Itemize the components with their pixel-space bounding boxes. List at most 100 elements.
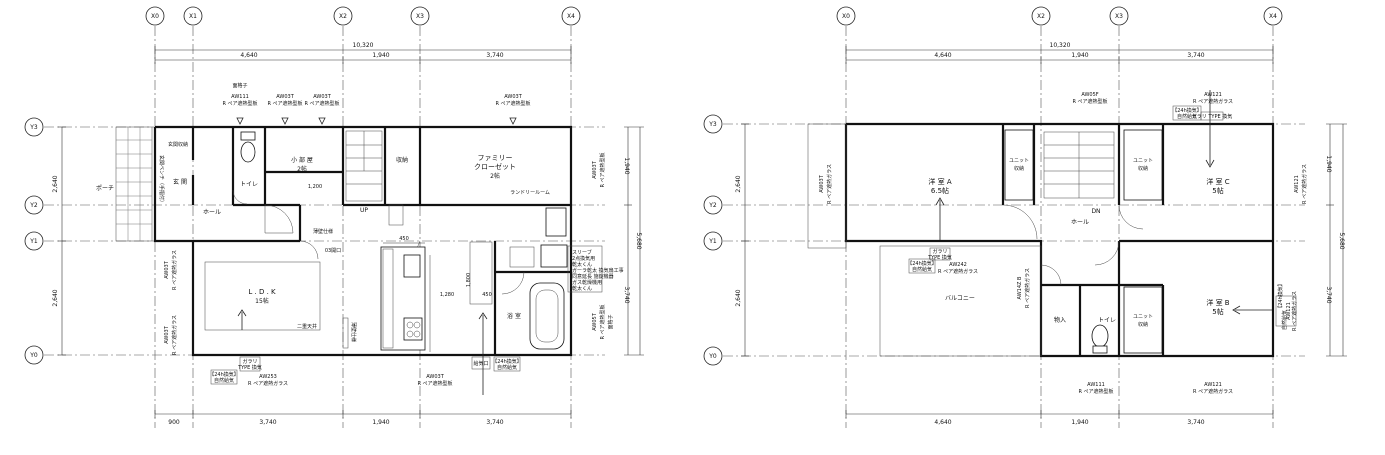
bath-label: 浴 室 bbox=[507, 312, 521, 320]
dimension-total: 10,320 bbox=[1050, 42, 1071, 49]
family-closet-label: ファミリー bbox=[478, 154, 513, 162]
dimension-note: 1,280 bbox=[440, 292, 454, 298]
equipment-note: ガーラ乾太 換気扇工事 bbox=[572, 267, 624, 274]
windows-right-1f: AW03T R ペア遮熱型板 AW05T R ペア遮熱型板 面格子 bbox=[592, 152, 614, 339]
axis-label: Y3 bbox=[708, 121, 717, 128]
window-code: AW121 bbox=[1204, 382, 1222, 388]
dimension-segment: 900 bbox=[168, 419, 180, 426]
axis-bubbles-top-1f: X0 X1 X2 X3 X4 bbox=[145, 6, 581, 26]
windows-left-1f: AW03T R ペア遮熱ガラス AW03T R ペア遮熱ガラス bbox=[164, 250, 178, 355]
unit-storage-label: ユニット bbox=[1009, 158, 1029, 164]
dimension-segment: 1,940 bbox=[1325, 155, 1332, 172]
vent-note: 【24h換気】 bbox=[907, 260, 937, 267]
axis-label: X2 bbox=[339, 13, 347, 20]
windows-bottom-1f: ガラリ TYPE 換気 【24h換気】 自然給気 AW253 R ペア遮熱ガラス… bbox=[209, 312, 522, 395]
vent-note: 【24h換気】 bbox=[1277, 281, 1284, 311]
axis-label: X3 bbox=[416, 13, 424, 20]
window-code: AW121 bbox=[1286, 302, 1292, 320]
room-b-label: 洋 室 B bbox=[1206, 298, 1229, 307]
vent-note: 自然給気 bbox=[214, 377, 234, 384]
axis-label: Y0 bbox=[708, 353, 717, 360]
grid-lines-2f bbox=[723, 26, 1305, 428]
window-code: AW03T bbox=[164, 260, 170, 278]
window-code: AW111 bbox=[231, 94, 249, 100]
equipment-note: 乾太くん bbox=[572, 285, 592, 292]
window-code: AW14Z B bbox=[1017, 276, 1023, 299]
window-code: AW111 bbox=[1087, 382, 1105, 388]
dimension-segment: 3,740 bbox=[486, 52, 503, 59]
equipment-notes-1f: スリーブ 2点換気用 乾太くん ガーラ乾太 換気扇工事 同意延長 施錠機器 ガス… bbox=[567, 245, 624, 293]
window-spec: R ペア遮熱型板 bbox=[304, 100, 339, 107]
axis-label: X4 bbox=[567, 13, 575, 20]
laundry-fixtures bbox=[509, 207, 568, 268]
toilet-label: トイレ bbox=[240, 181, 258, 188]
dimension-segment: 3,740 bbox=[1325, 286, 1332, 303]
axis-bubbles-top-2f: X0 X2 X3 X4 bbox=[836, 6, 1283, 26]
dimensions-top-2f: 10,320 4,640 1,940 3,740 bbox=[845, 42, 1274, 64]
hall-label: ホール bbox=[203, 209, 221, 216]
window-code: AW03T bbox=[504, 94, 522, 100]
window-spec: R ペア遮熱ガラス bbox=[1301, 164, 1308, 204]
axis-label: Y1 bbox=[708, 238, 717, 245]
window-tag: TYPE 換気 bbox=[237, 364, 262, 371]
unit-storage-label: ユニット bbox=[1133, 158, 1153, 164]
dimension-segment: 2,640 bbox=[52, 175, 59, 192]
dimension-note: 1,200 bbox=[308, 184, 322, 190]
equipment-note: スリーブ bbox=[572, 249, 592, 256]
island-counter: 1,800 1,280 450 bbox=[429, 241, 493, 352]
window-spec: R ペア遮熱ガラス bbox=[1193, 388, 1233, 395]
dimensions-left-1f: 2,640 2,640 bbox=[52, 126, 66, 356]
interior-walls-2f bbox=[1001, 124, 1273, 356]
vent-note: 自然給気 bbox=[912, 266, 932, 273]
staircase-1f: UP bbox=[345, 130, 383, 214]
dimension-segment: 1,940 bbox=[372, 419, 389, 426]
dimension-segment: 2,640 bbox=[735, 289, 742, 306]
equipment-note: ガス乾燥機用 bbox=[572, 279, 602, 286]
dimension-segment: 4,640 bbox=[240, 52, 257, 59]
ldk-size: 15帖 bbox=[255, 297, 269, 305]
genkan-bench-label: 玄関ベンチ（手摺付） bbox=[158, 155, 165, 205]
toilet-fixture-2f bbox=[1091, 324, 1109, 354]
axis-label: X4 bbox=[1269, 13, 1277, 20]
laundry-label: ランドリールーム bbox=[510, 190, 550, 196]
room-labels-1f: 玄 関 玄関収納 玄関ベンチ（手摺付） ホール トイレ 小 部 屋 2帖 1,2… bbox=[158, 141, 550, 349]
window-note: 面格子 bbox=[607, 314, 614, 329]
wall-note: 薄壁仕様 bbox=[350, 322, 357, 342]
family-closet-label: クローゼット bbox=[474, 162, 516, 171]
hall-label: ホール bbox=[1071, 219, 1089, 226]
axis-label: Y3 bbox=[29, 124, 38, 131]
unit-storage-label: 収納 bbox=[1138, 165, 1148, 172]
toilet-label: トイレ bbox=[1098, 317, 1116, 324]
dimension-segment: 1,940 bbox=[372, 52, 389, 59]
window-spec: R ペア遮熱ガラス bbox=[1291, 291, 1298, 331]
axis-label: X0 bbox=[842, 13, 850, 20]
exterior-walls-2f bbox=[807, 122, 1275, 358]
axis-label: X2 bbox=[1037, 13, 1045, 20]
vent-note: 自然給気 bbox=[1281, 310, 1288, 330]
first-floor-plan: X0 X1 X2 X3 X4 Y3 Y2 Y1 Y0 bbox=[24, 6, 644, 428]
axis-bubbles-left-2f: Y3 Y2 Y1 Y0 bbox=[703, 114, 723, 366]
ldk-label: L . D . K bbox=[248, 288, 276, 296]
ceiling-note: 二重天井 bbox=[297, 323, 317, 330]
equipment-note: 乾太くん bbox=[572, 261, 592, 268]
balcony-label: バルコニー bbox=[945, 295, 975, 302]
vent-note: 自然給気 bbox=[1177, 113, 1197, 120]
unit-storage-label: 収納 bbox=[1138, 321, 1148, 328]
exterior-walls-1f bbox=[153, 125, 573, 357]
dimension-segment: 1,940 bbox=[1071, 419, 1088, 426]
window-tag: ガラリ bbox=[932, 248, 947, 255]
window-code: AW121 bbox=[1294, 175, 1300, 193]
dimension-segment: 1,940 bbox=[623, 157, 630, 174]
room-c-label: 洋 室 C bbox=[1206, 177, 1229, 186]
dimension-segment: 2,640 bbox=[735, 175, 742, 192]
window-code: AW05T bbox=[592, 312, 598, 330]
axis-label: Y2 bbox=[29, 202, 38, 209]
unit-storage-label: ユニット bbox=[1133, 314, 1153, 320]
bathtub bbox=[529, 282, 565, 350]
small-room-label: 小 部 屋 bbox=[291, 156, 313, 164]
axis-label: Y2 bbox=[708, 202, 717, 209]
window-code: AW242 bbox=[949, 262, 967, 268]
small-room-size: 2帖 bbox=[297, 165, 307, 173]
